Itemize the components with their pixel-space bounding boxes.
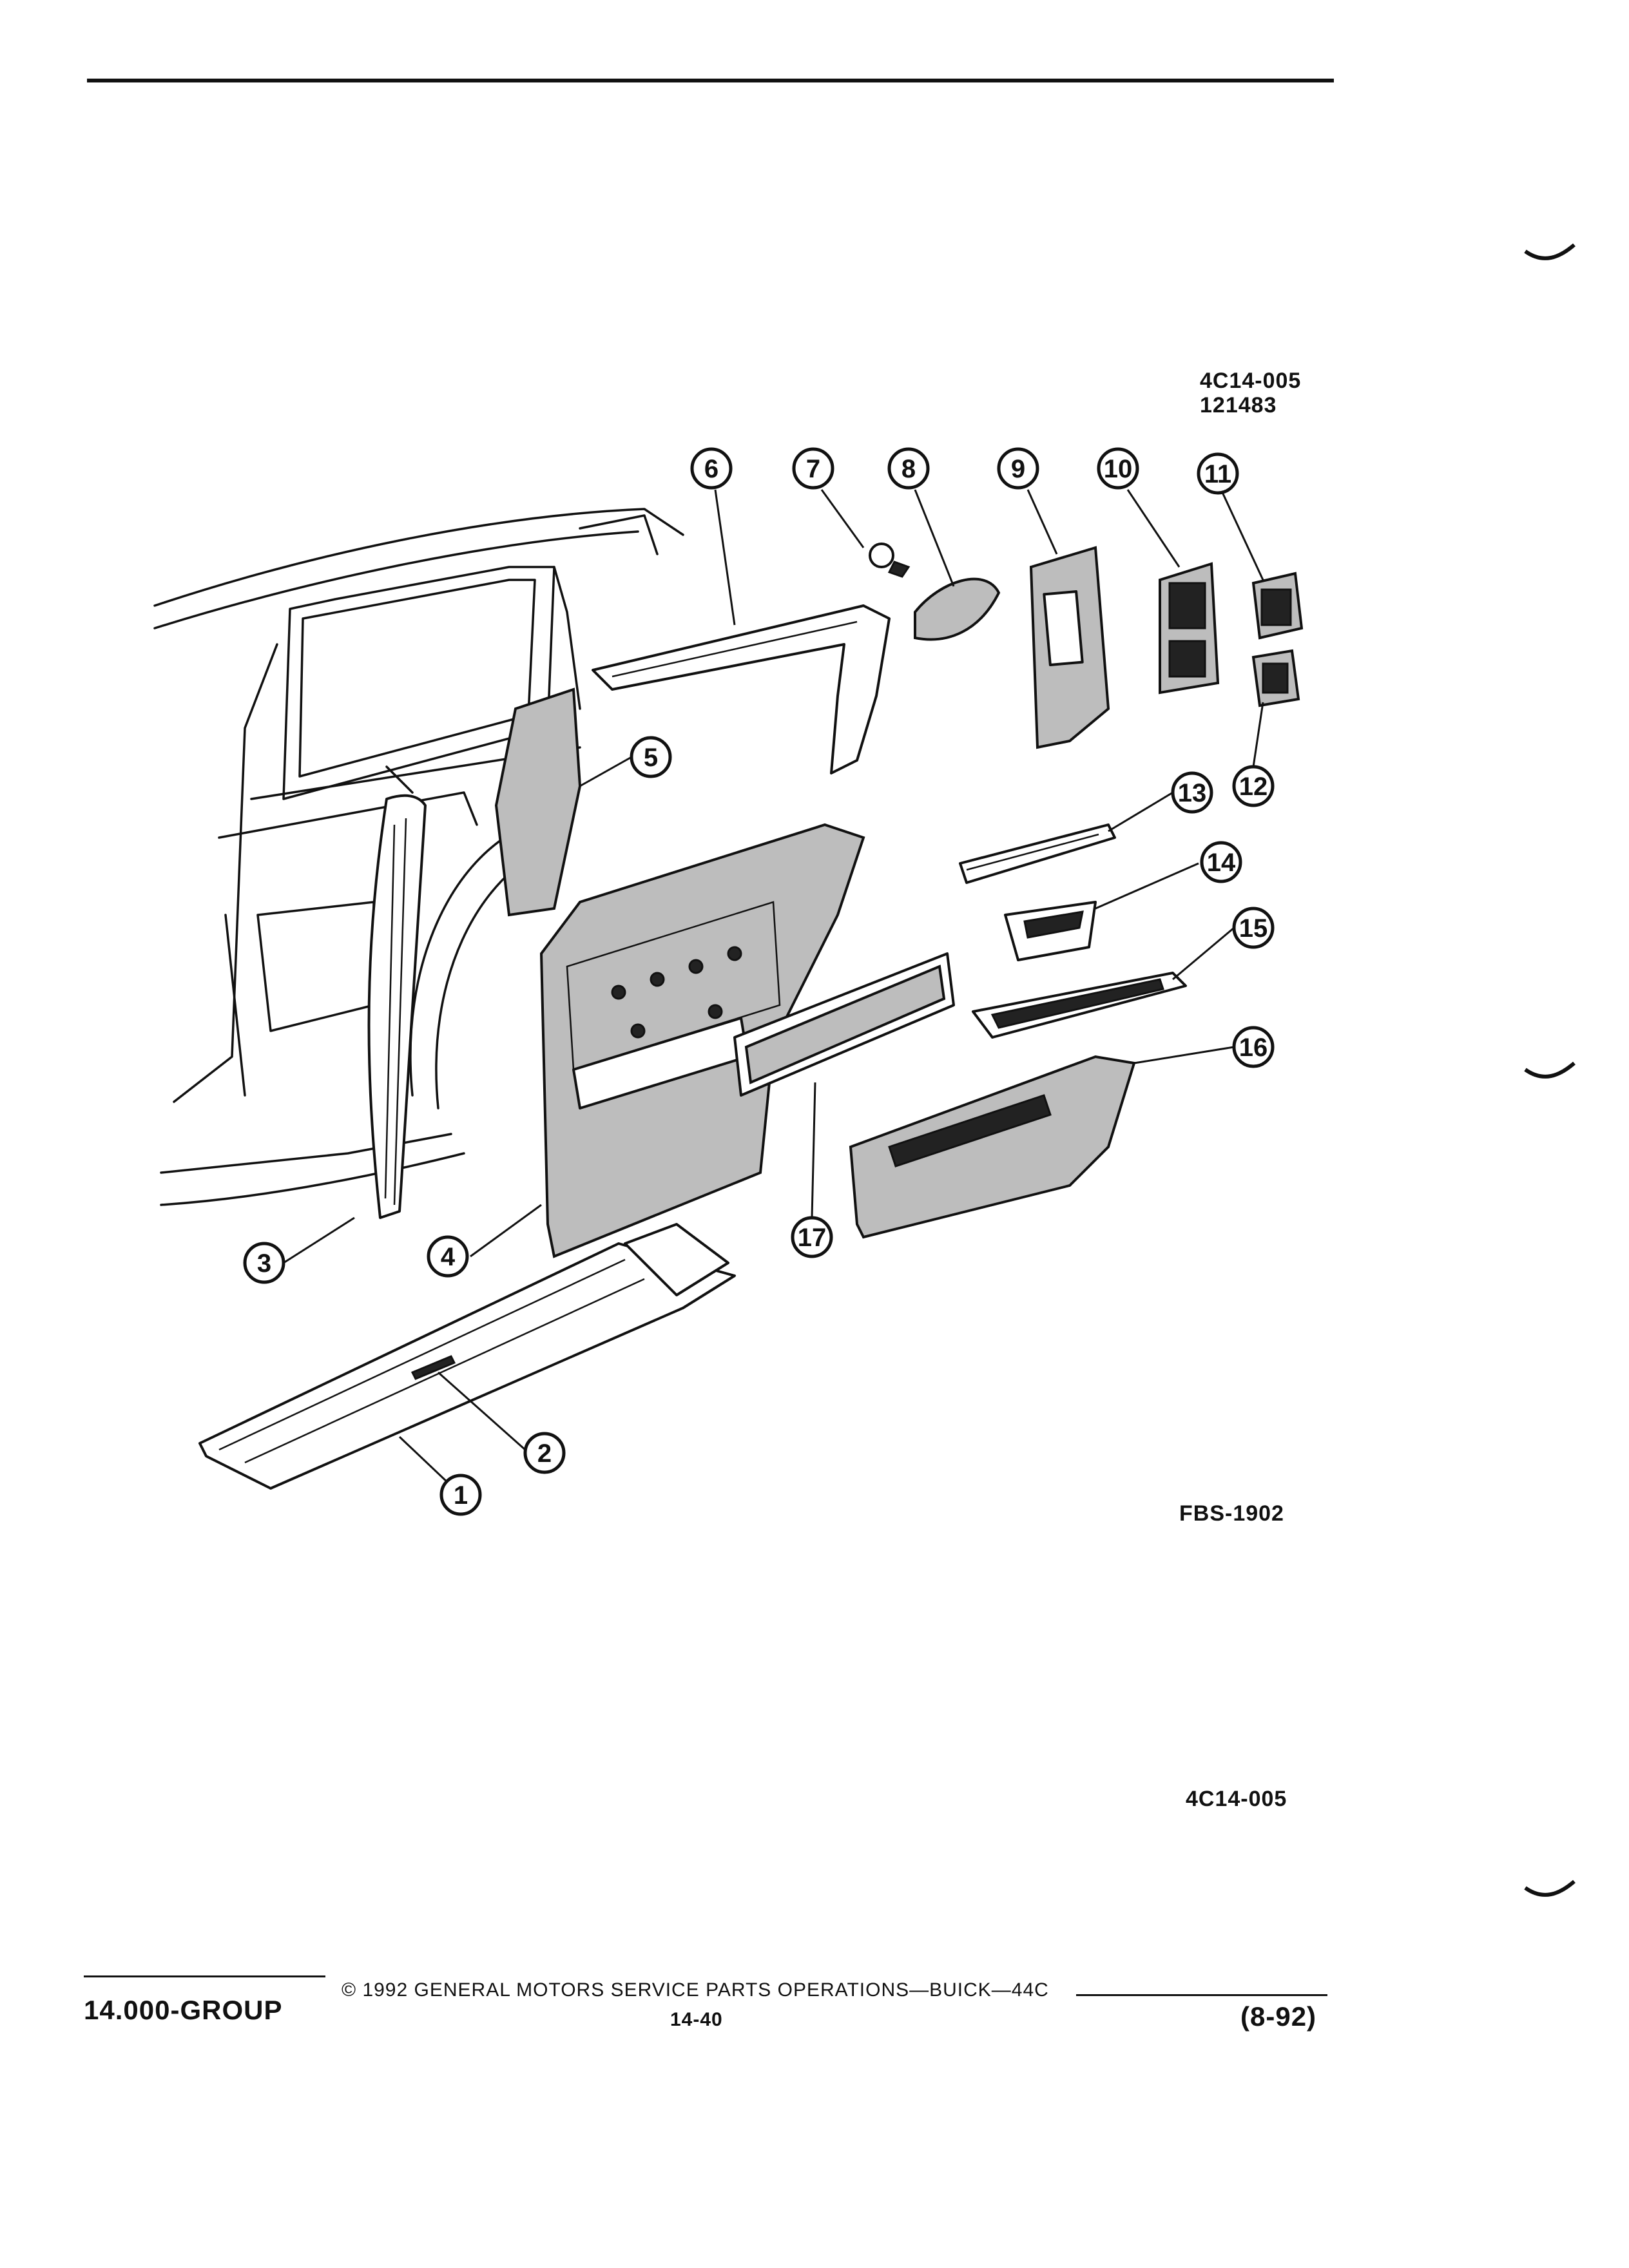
svg-text:14: 14 <box>1207 849 1236 877</box>
top-rule <box>87 79 1334 82</box>
callout-markers: 6 7 8 9 10 11 12 13 14 15 16 5 17 4 3 2 … <box>243 447 1275 1516</box>
part-1-sill-plate <box>198 1242 736 1490</box>
svg-text:2: 2 <box>537 1439 552 1468</box>
svg-text:7: 7 <box>806 455 820 483</box>
part-15-pull-cup <box>972 972 1187 1039</box>
part-14-ashtray <box>1004 901 1097 961</box>
figure-code-line: 4C14-005 <box>1200 369 1302 393</box>
svg-text:16: 16 <box>1239 1033 1268 1062</box>
bottom-figure-code: 4C14-005 <box>1186 1787 1287 1811</box>
footer-copyright: © 1992 GENERAL MOTORS SERVICE PARTS OPER… <box>342 1979 1049 2001</box>
svg-text:13: 13 <box>1178 779 1207 807</box>
svg-text:8: 8 <box>901 455 916 483</box>
part-3-door-frame-molding <box>367 794 427 1219</box>
binding-mark-bottom <box>1524 1879 1576 1897</box>
binding-mark-top <box>1524 243 1576 260</box>
part-8-handle-bezel <box>914 577 1001 641</box>
svg-text:12: 12 <box>1239 773 1268 801</box>
figure-number-line: 121483 <box>1200 393 1277 418</box>
callout-1: 1 <box>439 1474 482 1516</box>
part-12-switch <box>1251 649 1300 707</box>
callout-13: 13 <box>1171 771 1213 814</box>
callout-6: 6 <box>690 447 733 490</box>
callout-8: 8 <box>887 447 930 490</box>
callout-10: 10 <box>1097 447 1139 490</box>
figure-code: 4C14-005 121483 <box>1200 369 1301 418</box>
callout-14: 14 <box>1200 841 1242 883</box>
footer-page-number: 14-40 <box>670 2009 723 2030</box>
svg-text:17: 17 <box>798 1224 827 1252</box>
part-11-switch <box>1251 572 1304 640</box>
part-2-sill-insert <box>410 1223 729 1380</box>
svg-text:11: 11 <box>1204 460 1231 488</box>
part-13-bezel <box>959 823 1116 884</box>
footer-date: (8-92) <box>1240 2001 1317 2032</box>
footer-group: 14.000-GROUP <box>84 1995 283 2025</box>
svg-text:4: 4 <box>441 1243 456 1271</box>
callout-3: 3 <box>243 1242 285 1284</box>
svg-text:3: 3 <box>257 1249 271 1278</box>
part-4-door-trim-panel <box>539 823 865 1258</box>
drawing-id: FBS-1902 <box>1179 1501 1284 1526</box>
footer-rule-left <box>84 1975 325 1977</box>
svg-text:1: 1 <box>454 1481 468 1510</box>
callout-17: 17 <box>791 1216 833 1258</box>
part-6-upper-door-trim <box>592 604 891 774</box>
svg-text:10: 10 <box>1104 455 1133 483</box>
svg-text:15: 15 <box>1239 914 1268 943</box>
leader-lines <box>283 489 1264 1496</box>
part-16-armrest <box>849 1055 1136 1239</box>
callout-15: 15 <box>1232 907 1275 949</box>
part-5-pillar-trim <box>494 687 582 917</box>
part-17-insert-panel <box>733 952 955 1097</box>
svg-text:9: 9 <box>1011 455 1025 483</box>
callout-12: 12 <box>1232 765 1275 807</box>
callout-5: 5 <box>630 736 672 778</box>
part-7-push-clip <box>869 543 911 578</box>
callout-11: 11 <box>1197 452 1239 495</box>
part-10-switch-housing <box>1159 562 1220 695</box>
footer-rule-right <box>1076 1994 1327 1996</box>
callout-2: 2 <box>523 1432 566 1474</box>
part-9-switch-plate <box>1029 546 1110 749</box>
svg-text:5: 5 <box>644 744 658 772</box>
callout-4: 4 <box>427 1235 469 1278</box>
callout-16: 16 <box>1232 1026 1275 1068</box>
binding-mark-middle <box>1524 1061 1576 1079</box>
callout-7: 7 <box>792 447 834 490</box>
callout-9: 9 <box>997 447 1039 490</box>
svg-text:6: 6 <box>704 455 718 483</box>
